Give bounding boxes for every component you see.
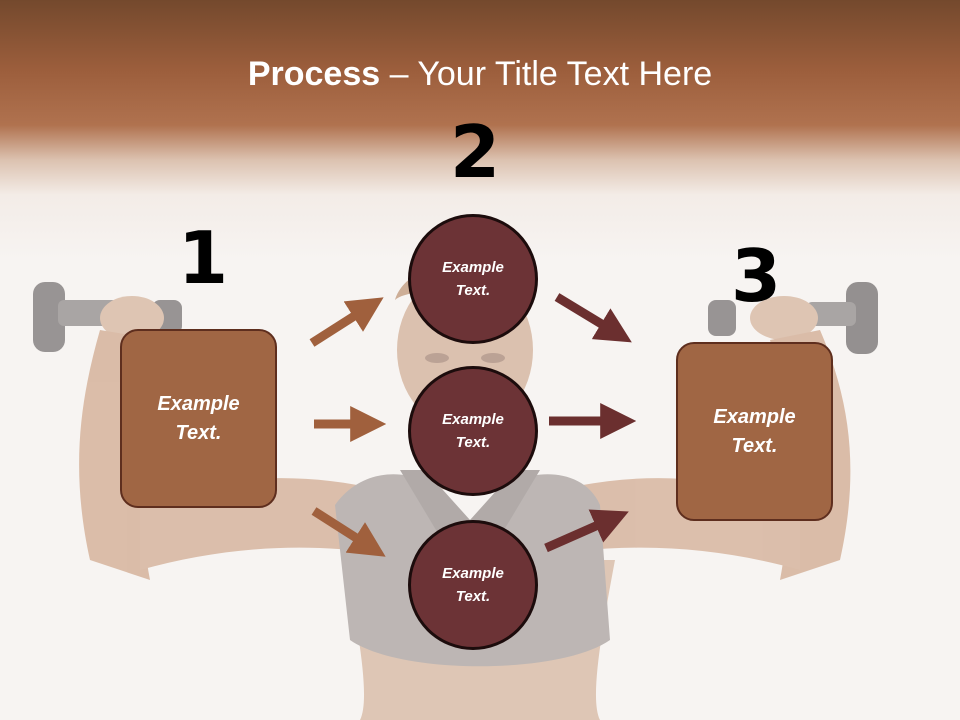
step-2-circle-top: Example Text.: [408, 214, 538, 344]
step-number-3: 3: [731, 234, 782, 318]
arrow-circle1-to-box3: [554, 293, 632, 343]
step-3-box: Example Text.: [676, 342, 833, 521]
step-1-box: Example Text.: [120, 329, 277, 508]
circle-bottom-label: Example Text.: [442, 565, 504, 605]
step-2-circle-bottom: Example Text.: [408, 520, 538, 650]
step-1-label: Example Text.: [157, 392, 240, 444]
step-number-2: 2: [450, 110, 501, 194]
circle-top-label: Example Text.: [442, 259, 504, 299]
step-2-circle-middle: Example Text.: [408, 366, 538, 496]
arrow-box1-to-circle1: [309, 297, 384, 347]
slide-title: Process – Your Title Text Here: [0, 52, 960, 96]
step-number-1: 1: [178, 216, 229, 300]
circle-middle-label: Example Text.: [442, 411, 504, 451]
title-rest: – Your Title Text Here: [380, 55, 713, 93]
step-3-label: Example Text.: [713, 405, 796, 457]
arrow-circle3-to-box3: [544, 509, 629, 553]
title-bold: Process: [247, 55, 381, 93]
arrow-box1-to-circle3: [311, 507, 386, 557]
